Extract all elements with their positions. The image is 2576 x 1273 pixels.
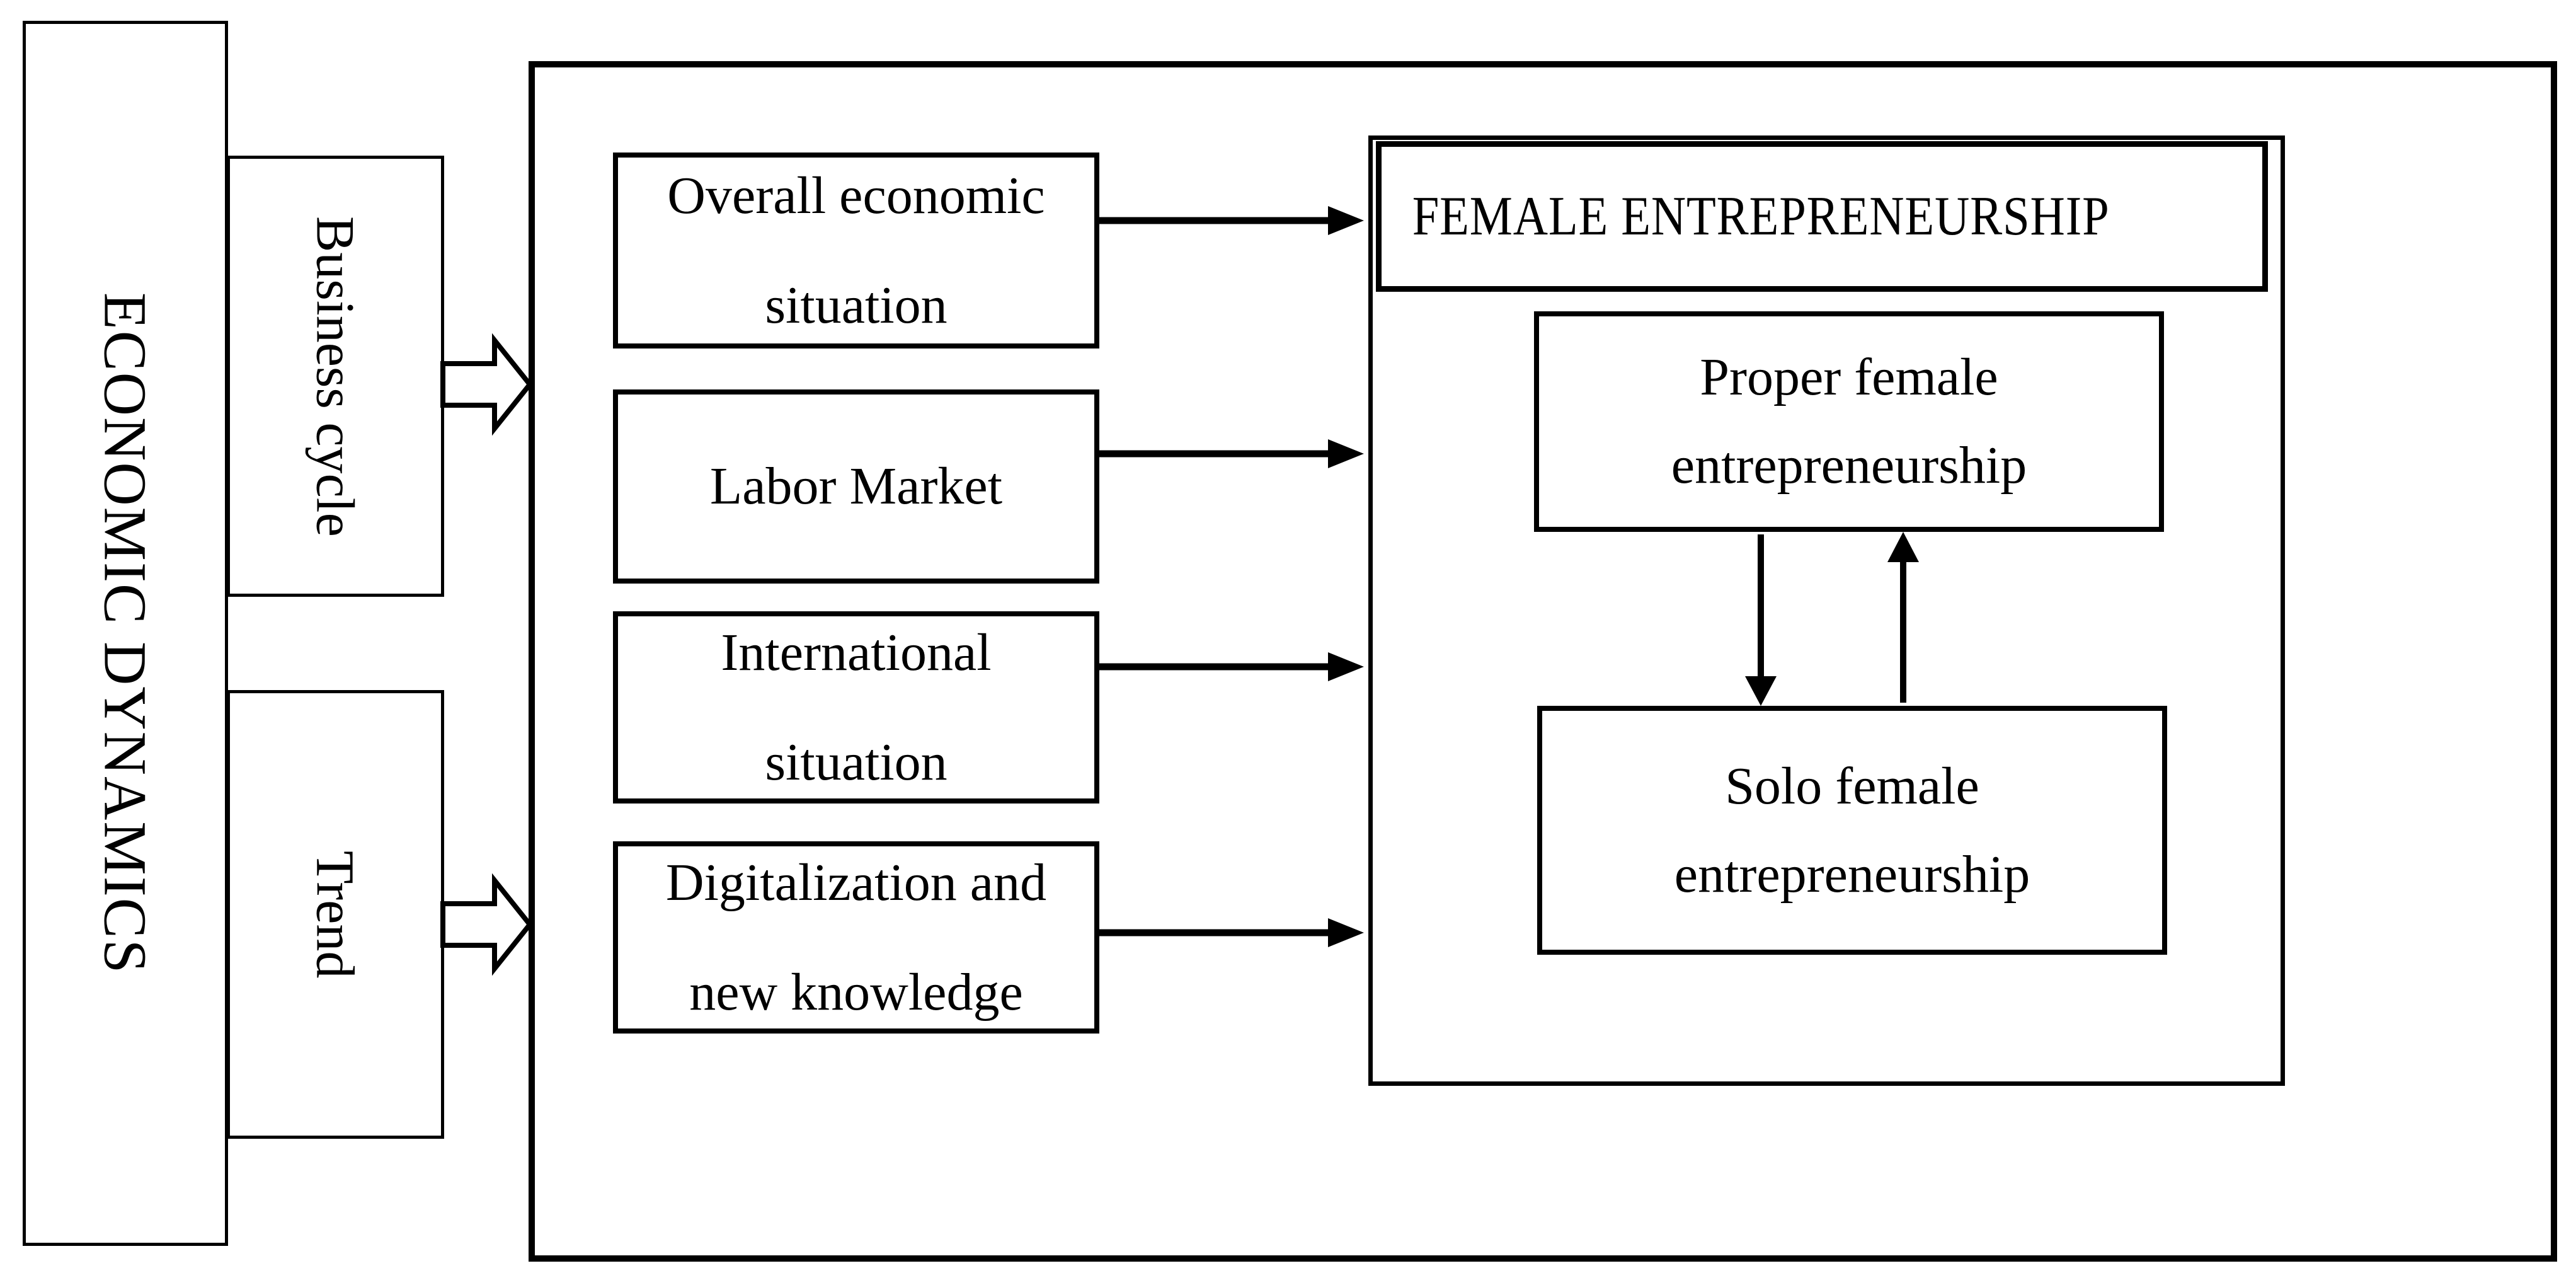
female-entrepreneurship-title: FEMALE ENTREPRENEURSHIP [1412,186,2110,247]
factor-label-overall-economic-situation: Overall economic situation [667,166,1045,335]
trend-box: Trend [227,690,444,1139]
business-cycle-label: Business cycle [305,216,366,537]
factor-box-international-situation: International situation [613,611,1099,804]
female-entrepreneurship-container [1368,135,2285,1086]
female-entrepreneurship-title-box: FEMALE ENTREPRENEURSHIP [1376,141,2268,292]
factor-box-digitalization-new-knowledge: Digitalization and new knowledge [613,841,1099,1034]
trend-label: Trend [305,850,366,979]
economic-dynamics-label: ECONOMIC DYNAMICS [91,292,159,975]
factor-label-labor-market: Labor Market [709,457,1003,516]
proper-female-entrepreneurship-label: Proper female entrepreneurship [1671,348,2027,495]
economic-dynamics-box: ECONOMIC DYNAMICS [23,21,228,1246]
solo-female-entrepreneurship-box: Solo female entrepreneurship [1537,706,2167,955]
factor-box-labor-market: Labor Market [613,389,1099,584]
proper-female-entrepreneurship-box: Proper female entrepreneurship [1534,311,2164,532]
block-arrow-business-cycle [440,333,534,436]
outer-frame [529,61,2557,1262]
block-arrow-trend [440,873,534,976]
business-cycle-box: Business cycle [227,156,444,597]
factor-box-overall-economic-situation: Overall economic situation [613,153,1099,348]
factor-label-digitalization-new-knowledge: Digitalization and new knowledge [665,853,1047,1022]
factor-label-international-situation: International situation [721,623,992,792]
solo-female-entrepreneurship-label: Solo female entrepreneurship [1674,756,2030,904]
